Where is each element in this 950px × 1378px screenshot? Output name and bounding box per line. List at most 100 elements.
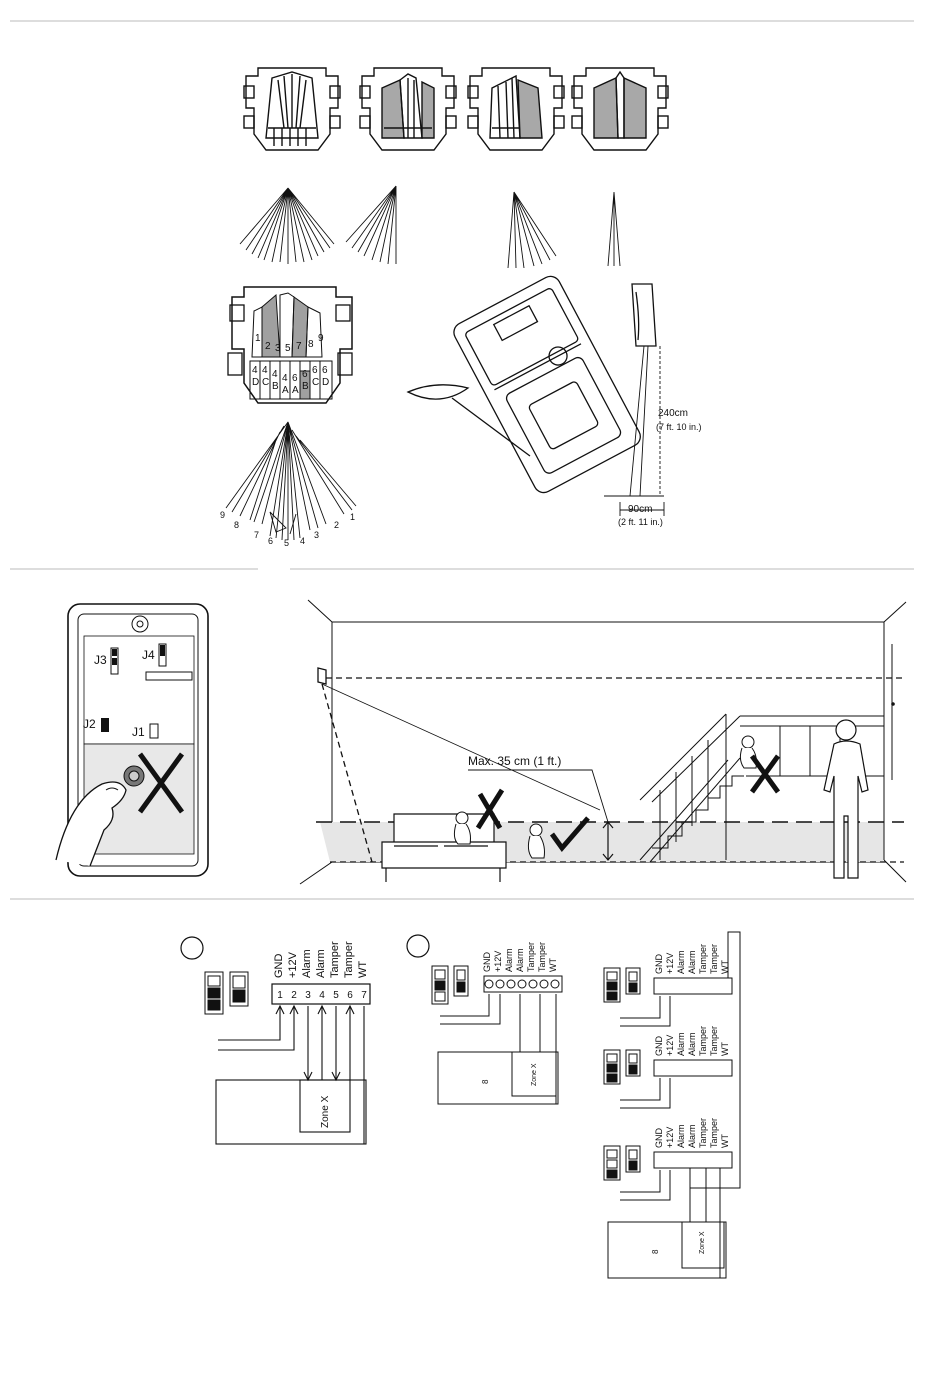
svg-text:WT: WT [720,960,730,974]
svg-text:WT: WT [720,1042,730,1056]
terminal-numbers-a: 1 2 3 4 5 6 7 [277,990,367,1001]
svg-text:6: 6 [322,365,328,376]
svg-text:4: 4 [272,369,278,380]
svg-text:A: A [282,385,289,396]
svg-text:Tamper: Tamper [709,944,719,974]
jumper-j1: J1 [132,723,159,739]
svg-text:GND: GND [654,954,664,975]
svg-text:J3: J3 [94,653,107,667]
svg-text:A: A [292,385,299,396]
zone-fan-pattern: 1 2 3 4 5 6 7 8 9 [220,421,357,548]
svg-text:Zone X: Zone X [531,1063,538,1086]
distance-metric: 90cm [628,504,652,515]
door-frame [883,636,893,860]
reject-mark-stairs [749,754,781,794]
svg-text:2: 2 [334,520,339,530]
svg-text:4: 4 [282,373,288,384]
svg-text:Zone X: Zone X [699,1231,706,1254]
fan-zone-numbers: 1 2 3 4 5 6 7 8 9 [220,510,355,548]
reject-mark-sofa [475,788,505,830]
room-coverage-drawing: Max. 35 cm (1 ft.) [299,599,907,885]
wiring-diagram-chain: GND +12V Alarm Alarm Tamper Tamper WT GN… [603,931,741,1279]
svg-text:6: 6 [312,365,318,376]
lens-insertion-drawing [406,275,641,494]
accept-mark [549,816,590,853]
wall-detector [317,667,327,685]
svg-text:GND: GND [273,954,285,979]
pet-on-floor [527,823,545,859]
svg-text:Tamper: Tamper [709,1026,719,1056]
svg-text:+12V: +12V [665,953,675,974]
pcb-jumper-drawing: J3 J4 J2 J1 [55,603,209,877]
svg-text:Tamper: Tamper [526,942,536,972]
svg-text:Alarm: Alarm [687,1032,697,1056]
svg-text:2: 2 [265,341,271,352]
detection-pattern-row [239,185,621,269]
svg-text:2: 2 [291,990,297,1001]
pattern-half [345,185,397,265]
lower-zone-numbers: 4 4 4 4 6 6 6 6 [252,365,328,384]
svg-text:9: 9 [318,333,324,344]
curtain-height-drawing: 240cm (7 ft. 10 in.) 90cm (2 ft. 11 in.) [604,283,702,527]
lens-mask-sides [359,67,457,151]
detector-side-view [631,283,657,347]
svg-text:J2: J2 [83,717,96,731]
lens-mask-partial [467,67,565,151]
pattern-centre-half [507,191,557,269]
svg-text:4: 4 [300,536,305,546]
sofa-drawing [381,813,507,882]
wiring-diagram-double: GND +12V Alarm Alarm Tamper Tamper WT Zo… [406,934,563,1105]
svg-text:3: 3 [275,343,281,354]
svg-text:+12V: +12V [287,951,299,978]
svg-text:5: 5 [284,538,289,548]
svg-text:B: B [272,381,279,392]
svg-text:6: 6 [347,990,353,1001]
svg-text:8: 8 [308,339,314,350]
svg-text:Tamper: Tamper [698,1026,708,1056]
svg-text:B: B [302,381,309,392]
svg-text:5: 5 [333,990,339,1001]
svg-text:9: 9 [220,510,225,520]
svg-text:GND: GND [654,1128,664,1149]
svg-text:D: D [252,377,259,388]
svg-text:5: 5 [285,343,291,354]
jumper-j2: J2 [83,717,109,732]
svg-text:GND: GND [654,1036,664,1057]
svg-text:7: 7 [296,341,302,352]
svg-text:3: 3 [305,990,311,1001]
svg-text:8: 8 [234,520,239,530]
section-separators [10,20,914,900]
svg-text:Alarm: Alarm [676,950,686,974]
svg-text:+12V: +12V [665,1127,675,1148]
terminal-labels-a: GND +12V Alarm Alarm Tamper Tamper WT [273,941,369,978]
finger-drawing [55,781,127,867]
lens-piece [406,384,470,400]
svg-text:+12V: +12V [665,1035,675,1056]
svg-text:4: 4 [252,365,258,376]
upper-zone-numbers: 1 2 3 5 7 8 9 [255,333,324,354]
svg-text:WT: WT [548,958,558,972]
svg-text:6: 6 [292,373,298,384]
svg-text:1: 1 [350,512,355,522]
svg-text:7: 7 [254,530,259,540]
svg-text:C: C [312,377,319,388]
max-height-note: Max. 35 cm (1 ft.) [468,754,561,768]
svg-text:Alarm: Alarm [676,1032,686,1056]
svg-text:4: 4 [319,990,325,1001]
pet-on-stairs [739,735,757,769]
svg-text:Tamper: Tamper [698,944,708,974]
lens-mask-centre [571,67,669,151]
svg-text:Alarm: Alarm [687,950,697,974]
svg-text:6: 6 [268,536,273,546]
svg-text:Alarm: Alarm [676,1124,686,1148]
height-imperial: (7 ft. 10 in.) [656,422,702,432]
pattern-narrow [607,191,621,267]
jumper-j4: J4 [142,643,167,667]
svg-text:7: 7 [361,990,367,1001]
svg-text:+12V: +12V [493,951,503,972]
svg-text:4: 4 [262,365,268,376]
svg-text:WT: WT [357,961,369,978]
pattern-full [239,187,335,264]
jumper-j3: J3 [94,647,119,675]
prohibited-mark [137,752,185,814]
